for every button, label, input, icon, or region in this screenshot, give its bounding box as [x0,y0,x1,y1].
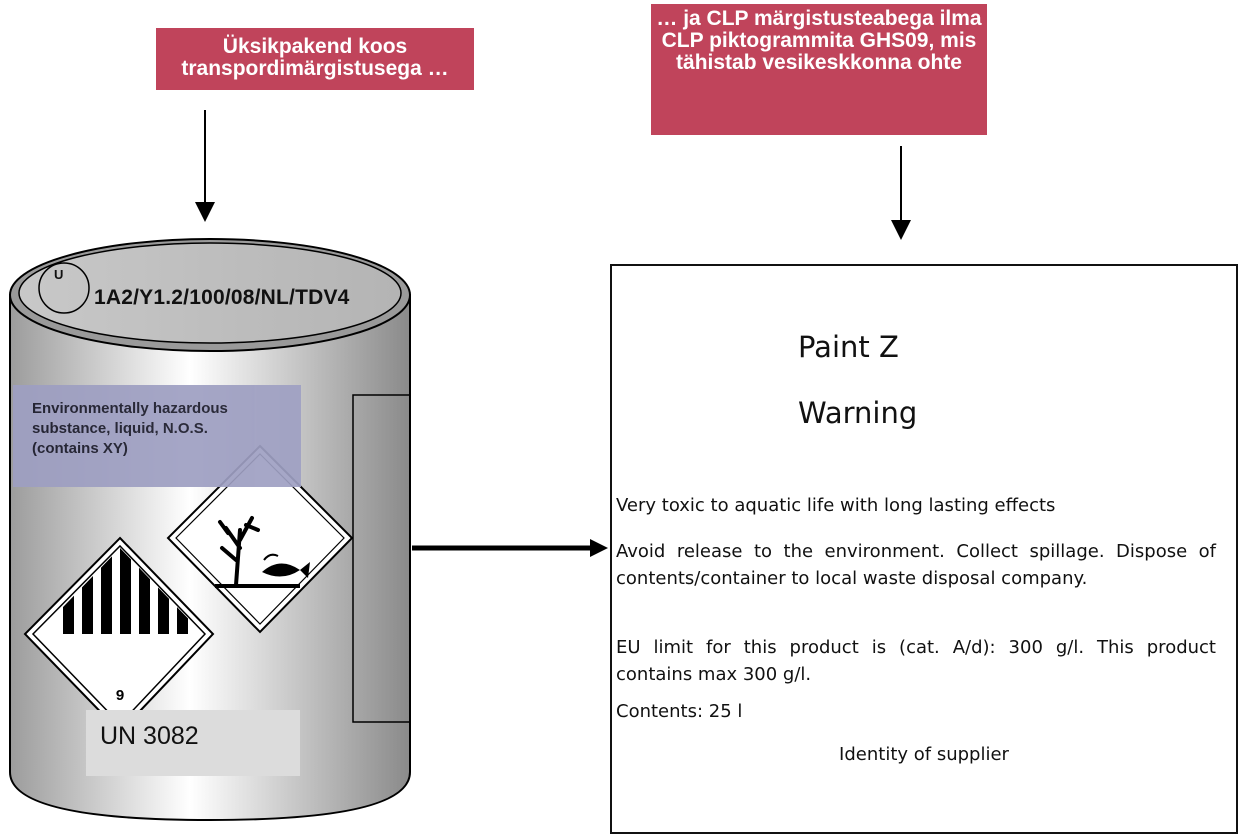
hazard-description-line-1: Environmentally hazardous [32,400,228,417]
environment-hazard-diamond-icon [166,444,354,634]
un-number-box: UN 3082 [86,710,300,776]
clp-label-panel: Paint Z Warning Very toxic to aquatic li… [610,264,1238,834]
can-label-area [352,394,411,723]
un-packaging-symbol: U [54,267,64,282]
product-name: Paint Z [798,330,899,364]
supplier-identity: Identity of supplier [839,744,1009,765]
callout-transport-marking: Üksikpakend koos transpordimärgistusega … [156,28,474,90]
hazard-description-box: Environmentally hazardous substance, liq… [13,385,301,487]
arrow-to-label-head [590,539,608,557]
hazard-statement: Very toxic to aquatic life with long las… [616,495,1056,516]
callout-left-line-1: Üksikpakend koos [222,35,408,58]
callout-right-line-3: tähistab vesikeskkonna ohte [676,51,962,74]
un-number: UN 3082 [100,722,199,750]
callout-clp-marking: … ja CLP märgistusteabega ilma CLP pikto… [651,4,987,135]
callout-right-line-1: … ja CLP märgistusteabega ilma [656,7,982,30]
callout-left-line-2: transpordimärgistusega … [181,57,449,80]
callout-right-line-2: CLP piktogrammita GHS09, mis [661,29,977,52]
class-9-number: 9 [116,687,124,704]
hazard-description-line-2: substance, liquid, N.O.S. [32,420,208,437]
precautionary-statements: Avoid release to the environment. Collec… [616,541,1216,589]
un-packaging-circle [38,262,90,314]
packaging-code: 1A2/Y1.2/100/08/NL/TDV4 [94,286,350,309]
signal-word: Warning [798,396,918,430]
eu-limit-statement: EU limit for this product is (cat. A/d):… [616,637,1216,685]
can-lid-inner [18,242,402,344]
contents-statement: Contents: 25 l [616,701,743,722]
hazard-description-line-3: (contains XY) [32,440,128,457]
